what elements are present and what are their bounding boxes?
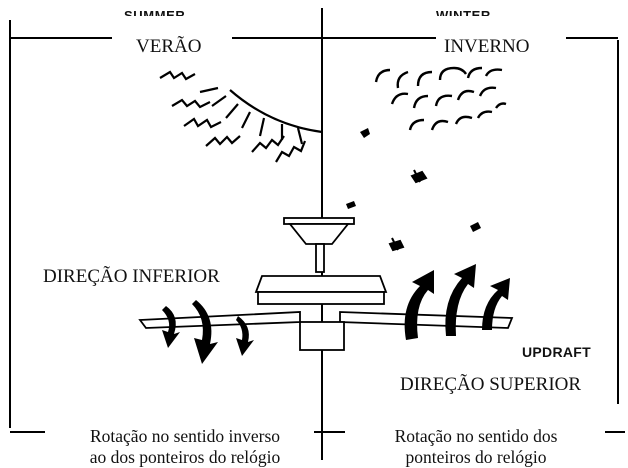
clockwise-line-1: Rotação no sentido dos [394,426,558,446]
downdraft-label: DIREÇÃO INFERIOR [43,266,220,287]
winter-title: INVERNO [444,36,530,57]
counterclockwise-line-1: Rotação no sentido inverso [89,426,281,446]
updraft-label: UPDRAFT [522,344,591,360]
winter-header-cut: WINTER [436,8,491,16]
snowflake-icon [346,128,481,252]
down-arrow-icon [162,300,254,364]
summer-header-cut: SUMMER [124,8,186,16]
counterclockwise-rotation-label: Rotação no sentido inverso ao dos pontei… [52,426,318,468]
sun-icon [159,70,323,163]
counterclockwise-line-2: ao dos ponteiros do relógio [89,447,281,467]
summer-title: VERÃO [136,36,202,57]
clockwise-line-2: ponteiros do relógio [405,447,547,467]
clockwise-rotation-label: Rotação no sentido dos ponteiros do reló… [346,426,606,468]
ceiling-fan-icon [138,217,514,356]
up-arrow-icon [404,264,510,340]
cloud-icon [374,66,507,131]
upward-direction-label: DIREÇÃO SUPERIOR [400,374,582,395]
